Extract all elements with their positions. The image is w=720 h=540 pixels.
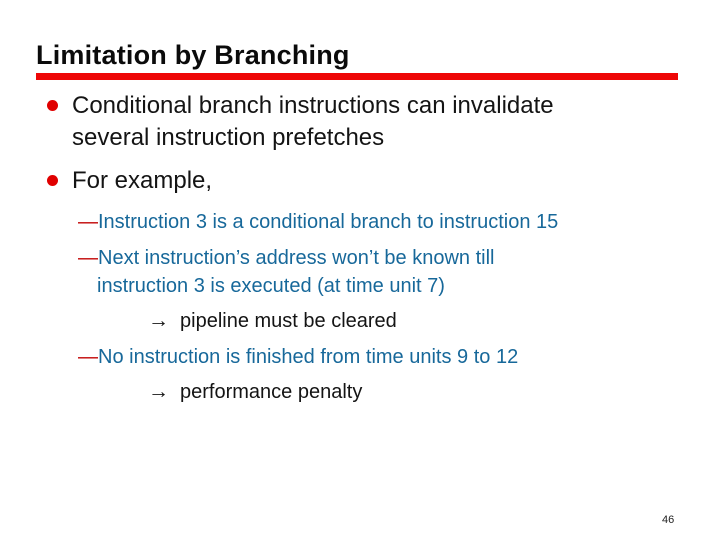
title-underline-rule [36,73,678,80]
right-arrow-icon: → [148,309,169,332]
sub-bullet-line: —No instruction is finished from time un… [78,343,698,371]
right-arrow-icon: → [148,380,169,403]
sub-bullet-continuation-line: instruction 3 is executed (at time unit … [97,275,445,297]
sub-bullet-item: —Next instruction’s address won’t be kno… [78,244,698,300]
bullet-dot-icon [47,175,58,186]
bullet-item: For example, [36,165,698,197]
dash-bullet-icon: — [78,211,98,233]
bullet-text: Conditional branch instructions can inva… [72,90,554,154]
dash-bullet-icon: — [78,247,98,269]
arrow-note-text: performance penalty [180,381,363,403]
sub-bullet-item: —No instruction is finished from time un… [78,343,698,371]
dash-bullet-icon: — [78,346,98,368]
sub-bullet-item: —Instruction 3 is a conditional branch t… [78,208,698,236]
page-number: 46 [662,514,675,526]
sub-bullet-text: No instruction is finished from time uni… [98,346,519,368]
bullet-line: For example, [72,167,213,194]
arrow-note: → performance penalty [148,378,698,406]
sub-bullet-text: Instruction 3 is a conditional branch to… [98,211,559,233]
bullet-line: Conditional branch instructions can inva… [72,92,554,119]
sub-bullet-line: —Instruction 3 is a conditional branch t… [78,208,698,236]
slide-body: Conditional branch instructions can inva… [36,90,698,406]
bullet-dot-icon [47,100,58,111]
arrow-note: → pipeline must be cleared [148,307,698,335]
sub-bullet-text: Next instruction’s address won’t be know… [98,247,495,269]
arrow-note-text: pipeline must be cleared [180,310,397,332]
bullet-text: For example, [72,165,212,197]
sub-bullet-line: —Next instruction’s address won’t be kno… [78,244,698,272]
bullet-item: Conditional branch instructions can inva… [36,90,698,154]
slide-title: Limitation by Branching [36,40,350,70]
bullet-line: several instruction prefetches [72,124,385,151]
